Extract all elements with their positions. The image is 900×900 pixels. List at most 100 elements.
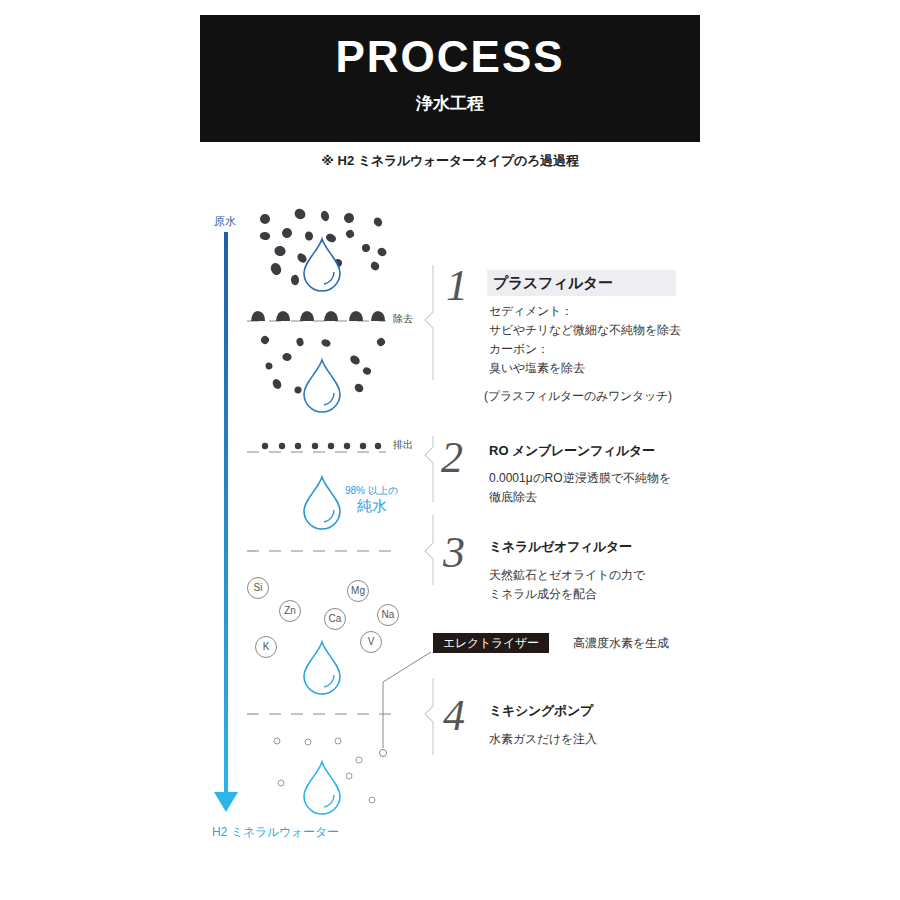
step-note: (プラスフィルターのみワンタッチ)	[484, 387, 672, 406]
flow-end: H2 ミネラルウォーター	[212, 825, 339, 841]
flow-arrow-head	[214, 792, 238, 812]
impurity-dot	[295, 337, 304, 347]
node-text: Zn	[284, 606, 296, 616]
rejected-impurity	[279, 443, 285, 449]
water-drop	[304, 360, 340, 412]
step-title-box: プラスフィルター	[487, 270, 676, 296]
node-text: K	[263, 642, 270, 652]
step-number: 1	[446, 264, 468, 308]
impurity-dot	[271, 378, 283, 391]
trapped-sediment	[349, 311, 363, 321]
element-circle: V	[360, 631, 382, 653]
water-drops	[304, 239, 340, 814]
element-circle: Si	[247, 577, 269, 599]
purity-note: 98% 以上の	[345, 484, 398, 497]
impurity-dot	[376, 246, 388, 258]
drop-highlight	[324, 510, 334, 522]
impurity-dot	[294, 386, 302, 394]
impurity-dot	[362, 244, 371, 253]
node-text: プラスフィルター	[493, 273, 670, 293]
header-subtitle: 浄水工程	[200, 94, 700, 114]
impurity-dots	[251, 207, 388, 450]
flow-arrow-shaft	[224, 232, 228, 798]
drop-highlight	[324, 675, 334, 687]
impurity-dot	[369, 260, 381, 272]
trapped-sediment	[276, 311, 290, 321]
filter-action: 除去	[393, 312, 413, 325]
trapped-sediment	[324, 311, 338, 321]
step-number: 3	[443, 531, 465, 575]
electrolyzer-description: 高濃度水素を生成	[573, 634, 669, 653]
step-description: カーボン：	[489, 340, 549, 359]
rejected-impurity	[262, 443, 268, 449]
impurity-dot	[343, 212, 356, 225]
water-drop	[304, 762, 340, 814]
trapped-sediment	[371, 311, 385, 321]
step-description: 天然鉱石とゼオライトの力で ミネラル成分を配合	[489, 566, 689, 604]
impurity-dot	[265, 362, 273, 370]
element-circle: Ca	[324, 608, 346, 630]
trapped-sediment	[300, 311, 314, 321]
impurity-dot	[291, 275, 299, 286]
impurity-dot	[353, 382, 365, 394]
element-circle: Zn	[279, 600, 301, 622]
trapped-sediment	[251, 311, 265, 321]
node-text: Mg	[351, 586, 365, 596]
step-brackets	[425, 265, 433, 755]
rejected-impurity	[344, 443, 350, 449]
header-title: PROCESS	[200, 31, 700, 84]
impurity-dot	[260, 214, 270, 224]
impurity-dot	[320, 338, 331, 348]
impurity-dot	[274, 245, 287, 257]
drop-highlight	[324, 393, 334, 405]
node-text: エレクトライザー	[443, 635, 539, 651]
step-title: RO メンブレーンフィルター	[489, 443, 655, 460]
water-drop	[304, 239, 340, 291]
step-title: ミネラルゼオフィルター	[489, 539, 632, 556]
step-description: セディメント：	[489, 302, 573, 321]
step-title: ミキシングポンプ	[489, 703, 593, 720]
impurity-dot	[325, 232, 338, 244]
electrolyzer-leader	[380, 652, 432, 757]
drop-highlight	[324, 272, 334, 284]
impurity-dot	[304, 231, 314, 242]
impurity-dot	[362, 366, 372, 376]
step-number: 4	[443, 694, 465, 738]
impurity-dot	[345, 229, 356, 240]
purity-note: 純水	[357, 496, 387, 516]
impurity-dot	[282, 353, 292, 362]
element-circle: K	[255, 636, 277, 658]
header-band: PROCESS 浄水工程	[200, 15, 700, 142]
impurity-dot	[259, 232, 270, 241]
rejected-impurity	[360, 443, 366, 449]
impurity-dot	[372, 216, 384, 228]
filter-dashed-lines	[247, 321, 400, 714]
impurity-dot	[375, 336, 386, 347]
step-description: サビやチリなど微細な不純物を除去	[489, 321, 681, 340]
impurity-dot	[269, 261, 283, 276]
rejected-impurity	[328, 443, 334, 449]
rejected-impurity	[375, 443, 381, 449]
element-circle: Mg	[347, 580, 369, 602]
impurity-dot	[320, 210, 331, 222]
flow-start: 原水	[214, 214, 236, 228]
electrolyzer-tag: エレクトライザー	[433, 633, 549, 653]
impurity-dot	[293, 207, 308, 222]
step-description: 臭いや塩素を除去	[489, 359, 585, 378]
step-number: 2	[441, 436, 463, 480]
node-text: Si	[254, 583, 263, 593]
rejected-impurity	[295, 443, 301, 449]
impurity-dot	[348, 354, 361, 367]
rejected-impurity	[312, 443, 318, 449]
drop-highlight	[324, 795, 334, 807]
water-drop	[304, 642, 340, 694]
filter-action: 排出	[393, 438, 413, 451]
water-drop	[304, 477, 340, 529]
node-text: Na	[382, 610, 395, 620]
node-text: Ca	[329, 614, 342, 624]
step-description: 0.0001μのRO逆浸透膜で不純物を 徹底除去	[489, 469, 704, 507]
node-text: V	[368, 637, 375, 647]
note: ※ H2 ミネラルウォータータイプのろ過過程	[0, 153, 900, 170]
impurity-dot	[259, 334, 270, 345]
